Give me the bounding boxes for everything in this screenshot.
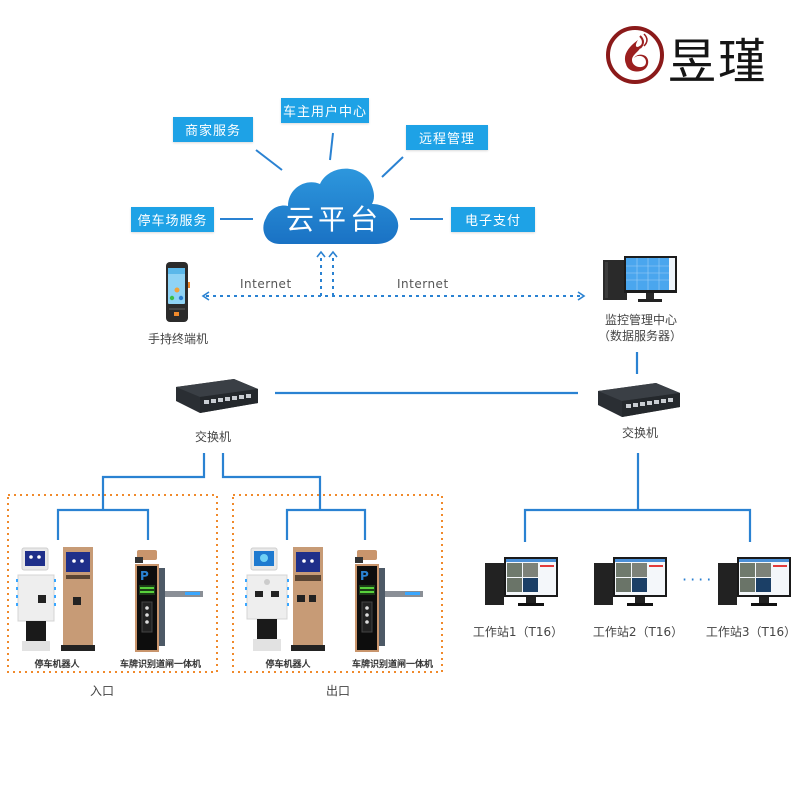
plate-recognition-barrier-icon: P xyxy=(355,550,423,652)
entrance-branch-line xyxy=(56,508,150,540)
switch-to-entrance-line xyxy=(101,453,206,510)
plate-recognition-barrier-icon: P xyxy=(135,550,203,652)
handheld-terminal-label: 手持终端机 xyxy=(147,332,208,346)
desktop-server-icon xyxy=(603,256,677,302)
brand-name: 昱瑾 xyxy=(668,34,769,90)
switch-to-exit-line xyxy=(221,453,322,510)
exit-barrier-label: 车牌识别道闸一体机 xyxy=(352,660,434,670)
parking-robot-icon xyxy=(245,547,325,651)
left-switch-label: 交换机 xyxy=(194,430,231,444)
parking-robot-icon xyxy=(16,547,95,651)
arrow-right-icon xyxy=(577,291,586,301)
cloud-icon xyxy=(263,168,399,244)
svg-text:P: P xyxy=(140,569,149,583)
monitor-center-label: 监控管理中心 xyxy=(604,313,677,327)
handheld-terminal-icon xyxy=(166,262,190,322)
arrow-up-icon xyxy=(328,250,338,258)
network-switch-icon xyxy=(598,383,680,417)
workstation-computer-icon xyxy=(485,557,558,606)
entrance-title: 入口 xyxy=(89,684,114,698)
service-tag-owner-center: 车主用户中心 xyxy=(281,98,369,123)
exit-robot-label: 停车机器人 xyxy=(265,660,311,670)
exit-title: 出口 xyxy=(325,684,350,698)
workstation-1-label: 工作站1（T16） xyxy=(472,625,564,639)
service-tag-merchant: 商家服务 xyxy=(173,117,253,142)
workstation-2-label: 工作站2（T16） xyxy=(592,625,684,639)
cloud-platform-title: 云平台 xyxy=(286,203,383,236)
internet-label-right: Internet xyxy=(397,277,449,291)
service-tag-remote-management: 远程管理 xyxy=(406,125,488,150)
svg-text:P: P xyxy=(360,569,369,583)
workstation-3-label: 工作站3（T16） xyxy=(705,625,797,639)
workstation-computer-icon xyxy=(718,557,791,606)
connector-remote-management xyxy=(381,156,404,178)
entrance-robot-label: 停车机器人 xyxy=(34,660,80,670)
workstation-ellipsis: ···· xyxy=(682,570,715,589)
connector-owner-center xyxy=(329,132,334,161)
exit-branch-line xyxy=(285,508,367,540)
arrow-left-icon xyxy=(201,291,210,301)
service-tag-e-payment: 电子支付 xyxy=(451,207,535,232)
arrow-up-icon xyxy=(316,250,326,258)
workstation-computer-icon xyxy=(594,557,667,606)
service-tag-parking: 停车场服务 xyxy=(131,207,214,232)
internet-label-left: Internet xyxy=(240,277,292,291)
entrance-barrier-label: 车牌识别道闸一体机 xyxy=(120,660,202,670)
connector-merchant-service xyxy=(255,149,283,171)
monitor-center-sublabel: （数据服务器） xyxy=(597,329,682,343)
flame-swirl-logo-icon xyxy=(606,26,664,84)
workstation-branch-line xyxy=(523,508,752,542)
network-switch-icon xyxy=(176,379,258,413)
right-switch-label: 交换机 xyxy=(621,426,658,440)
